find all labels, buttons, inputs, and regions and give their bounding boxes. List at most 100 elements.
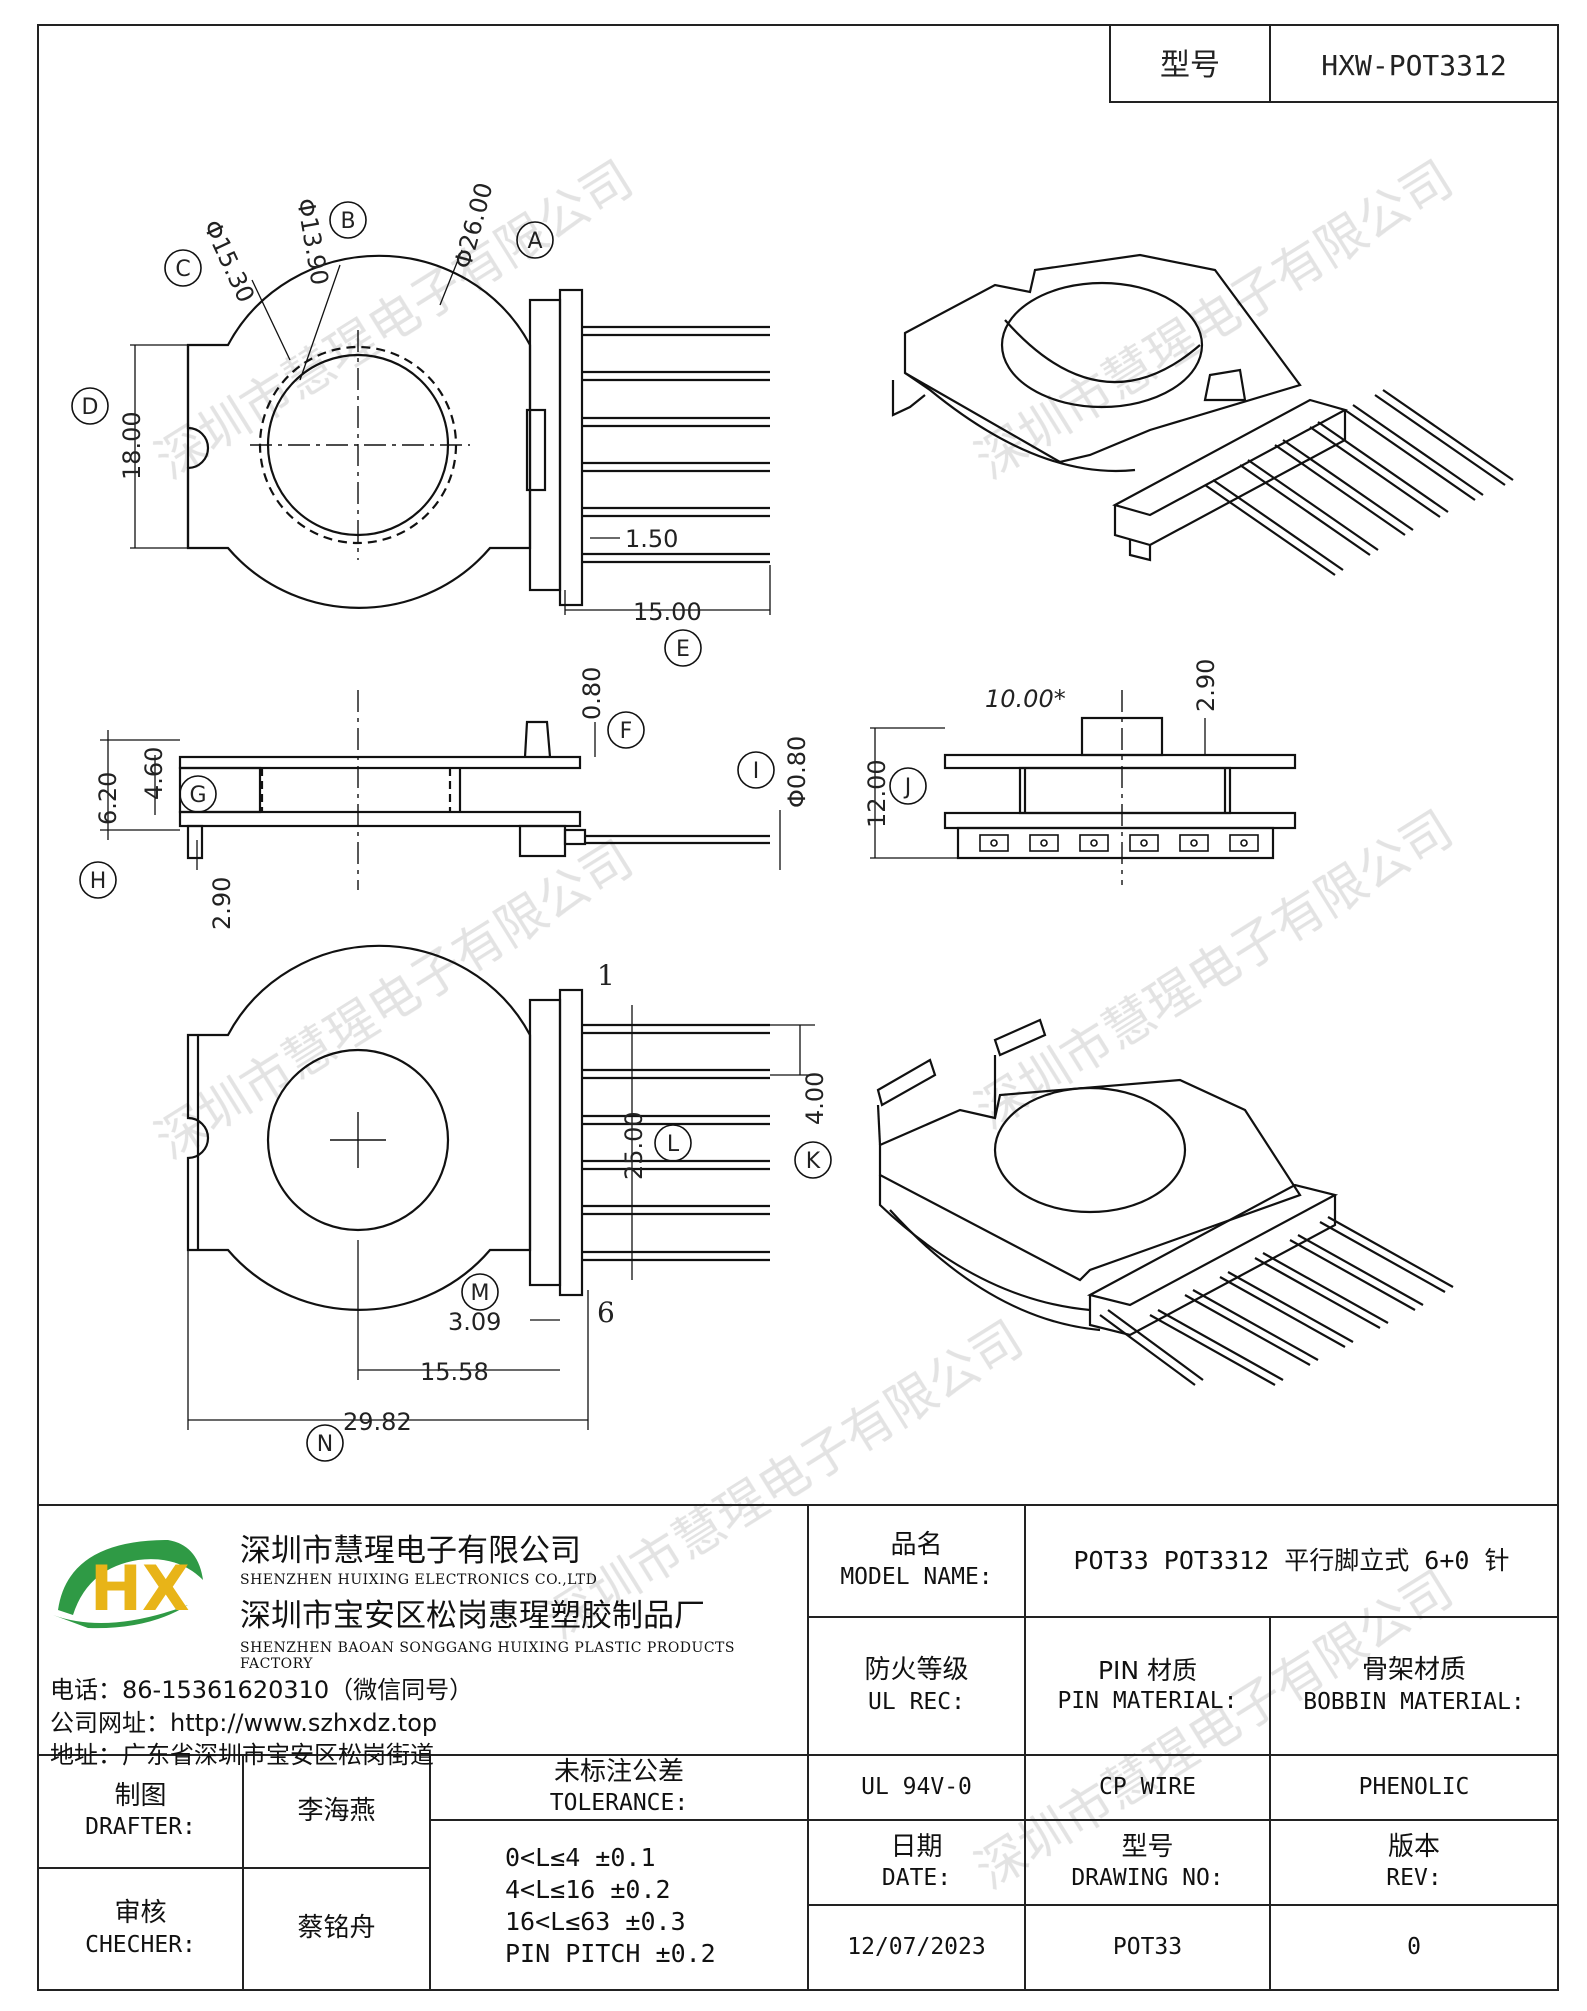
- model-name-value-text: POT33 POT3312 平行脚立式 6+0 针: [1073, 1545, 1510, 1575]
- date-en: DATE:: [881, 1865, 952, 1892]
- ul-rec-value-text: UL 94V-0: [861, 1773, 972, 1800]
- letter-N: N: [317, 1432, 333, 1457]
- drawing-no-en: DRAWING NO:: [1071, 1865, 1224, 1892]
- header-model-box: [1109, 24, 1559, 103]
- dim-G: 4.60: [140, 747, 168, 800]
- watermark-1: 深圳市慧瑆电子有限公司: [146, 150, 643, 491]
- dim-L: 25.00: [620, 1111, 648, 1180]
- dim-I: Φ0.80: [783, 736, 811, 808]
- side-view: [100, 690, 781, 890]
- pin-material-cn: PIN 材质: [1097, 1655, 1198, 1685]
- outer-frame: [37, 24, 1559, 1991]
- dim-M: 3.09: [448, 1308, 501, 1336]
- drawing-no-value: POT33: [1025, 1905, 1270, 1990]
- model-name-en: MODEL NAME:: [840, 1563, 993, 1590]
- pin-material-value: CP WIRE: [1025, 1755, 1270, 1820]
- pin-material-value-text: CP WIRE: [1099, 1773, 1196, 1800]
- front-view-bottom-flange: [943, 811, 1297, 830]
- dim-D: 18.00: [118, 411, 146, 480]
- header-model-value: HXW-POT3312: [1321, 49, 1506, 82]
- top-view: [130, 249, 771, 615]
- tolerance-cn: 未标注公差: [553, 1756, 684, 1787]
- pin-first-label: 1: [597, 959, 615, 992]
- pin-material-label: PIN 材质 PIN MATERIAL:: [1025, 1617, 1270, 1755]
- dim-E: 15.00: [633, 598, 702, 626]
- tolerance-row-3: 16<L≤63 ±0.3: [505, 1907, 686, 1936]
- dim-top-h: 2.90: [1192, 659, 1220, 712]
- tolerance-row-4: PIN PITCH ±0.2: [505, 1939, 716, 1968]
- dim-offset: 15.58: [420, 1358, 489, 1386]
- date-value: 12/07/2023: [808, 1905, 1025, 1990]
- model-name-value: POT33 POT3312 平行脚立式 6+0 针: [1025, 1505, 1558, 1617]
- letter-G: G: [189, 783, 206, 808]
- tolerance-en: TOLERANCE:: [549, 1790, 689, 1817]
- front-view-pin-holes: [979, 834, 1259, 852]
- company-name-cn-1: 深圳市慧瑆电子有限公司: [240, 1533, 581, 1569]
- letter-L: L: [667, 1132, 680, 1157]
- letter-C: C: [175, 257, 190, 282]
- drafter-en: DRAFTER:: [85, 1814, 196, 1841]
- front-view-top-flange: [943, 753, 1297, 770]
- company-logo: HX: [53, 1540, 203, 1629]
- rev-value: 0: [1270, 1905, 1558, 1990]
- letter-F: F: [620, 719, 633, 744]
- iso-view-bottom-flange: [878, 1078, 1302, 1282]
- ul-rec-en: UL REC:: [868, 1688, 965, 1715]
- drafter-label: 制图 DRAFTER:: [38, 1755, 243, 1868]
- letter-M: M: [471, 1281, 490, 1306]
- iso-view-top-pins: [1204, 389, 1514, 576]
- letter-labels: A B C D E F G H I J K L M N: [82, 209, 912, 1457]
- tolerance-row-1: 0<L≤4 ±0.1: [505, 1843, 656, 1872]
- bobbin-material-label: 骨架材质 BOBBIN MATERIAL:: [1270, 1617, 1558, 1755]
- drawing-no-label: 型号 DRAWING NO:: [1025, 1820, 1270, 1905]
- iso-view-top-flange: [903, 253, 1302, 464]
- drawing-no-cn: 型号: [1121, 1831, 1174, 1862]
- rev-label: 版本 REV:: [1270, 1820, 1558, 1905]
- front-view: [870, 690, 1297, 885]
- letter-D: D: [82, 395, 99, 420]
- date-label: 日期 DATE:: [808, 1820, 1025, 1905]
- model-name-label: 品名 MODEL NAME:: [808, 1505, 1025, 1617]
- rev-en: REV:: [1386, 1865, 1442, 1892]
- logo-green-swoosh-lower-icon: [53, 1605, 188, 1629]
- letter-J: J: [903, 775, 912, 800]
- dim-J: 12.00: [863, 759, 891, 828]
- iso-view-top-hole: [1000, 281, 1204, 409]
- model-name-cn: 品名: [890, 1530, 943, 1561]
- pin-material-en: PIN MATERIAL:: [1057, 1688, 1238, 1715]
- iso-view-bottom-hole: [993, 1086, 1187, 1214]
- tolerance-row-2: 4<L≤16 ±0.2: [505, 1875, 671, 1904]
- dim-pin-width: 1.50: [625, 525, 678, 553]
- side-view-bottom-flange: [178, 810, 582, 828]
- tolerance-label: 未标注公差 TOLERANCE:: [430, 1755, 808, 1820]
- date-cn: 日期: [890, 1831, 943, 1862]
- checker-name: 蔡铭舟: [243, 1868, 430, 1990]
- dim-N: 29.82: [343, 1408, 412, 1436]
- letter-H: H: [90, 869, 107, 894]
- title-block-grid: [38, 1504, 1558, 1990]
- logo-green-swoosh-icon: [58, 1540, 203, 1615]
- company-name-en-2: SHENZHEN BAOAN SONGGANG HUIXING PLASTIC …: [240, 1640, 735, 1672]
- bottom-view: [186, 944, 815, 1430]
- bottom-view-pins: [582, 1023, 770, 1262]
- dim-top-w: 10.00*: [985, 685, 1066, 713]
- dim-K: 4.00: [801, 1072, 829, 1125]
- dim-C: Φ15.30: [198, 216, 260, 307]
- dim-H: 2.90: [208, 877, 236, 930]
- bottom-view-flange-outline: [186, 944, 532, 1311]
- company-phone: 电话：86-15361620310（微信同号）: [50, 1676, 474, 1704]
- checker-cn: 审核: [114, 1898, 167, 1929]
- company-address: 地址：广东省深圳市宝安区松岗街道: [50, 1741, 434, 1769]
- letter-circles: [71, 201, 927, 1462]
- checker-label: 审核 CHECHER:: [38, 1868, 243, 1990]
- ul-rec-label: 防火等级 UL REC:: [808, 1617, 1025, 1755]
- drafter-name-text: 李海燕: [297, 1795, 376, 1826]
- drawing-no-value-text: POT33: [1112, 1933, 1183, 1960]
- ul-rec-cn: 防火等级: [864, 1655, 969, 1686]
- front-view-header-strip: [956, 826, 1275, 860]
- bottom-view-header-bar: [528, 998, 562, 1287]
- checker-name-text: 蔡铭舟: [297, 1913, 376, 1944]
- date-value-text: 12/07/2023: [847, 1933, 986, 1960]
- rev-cn: 版本: [1387, 1831, 1440, 1862]
